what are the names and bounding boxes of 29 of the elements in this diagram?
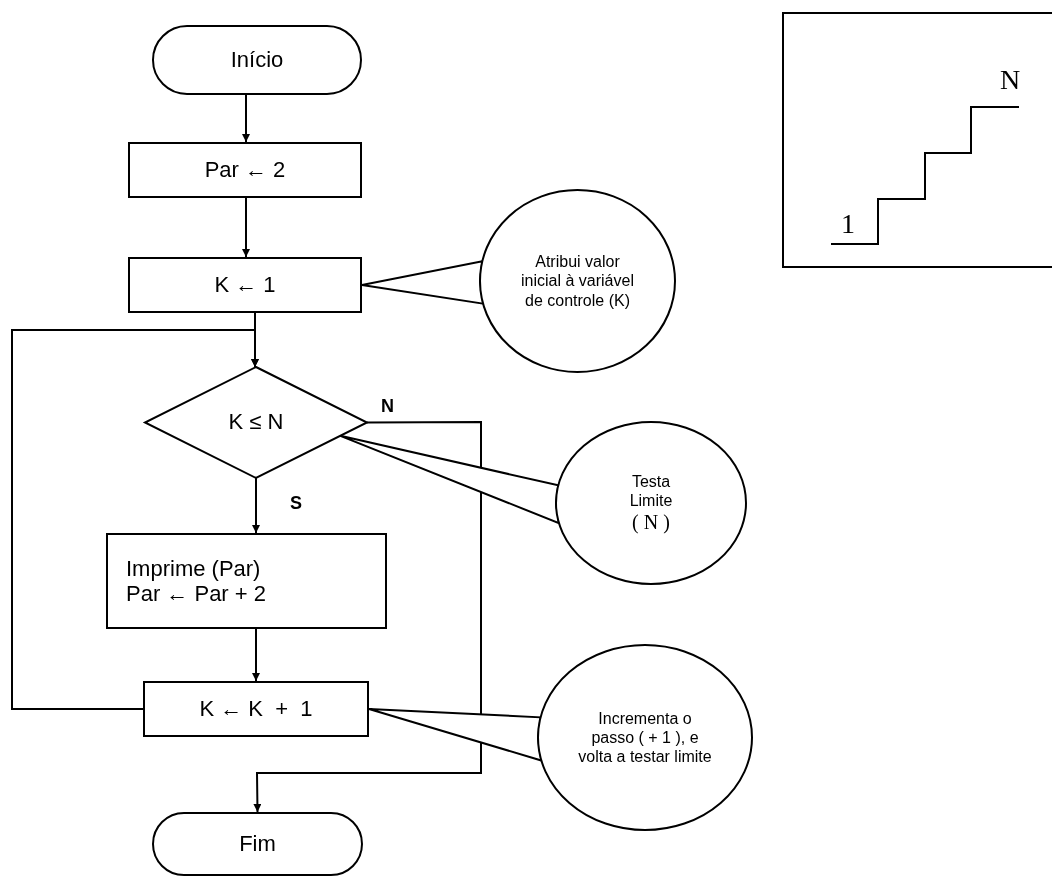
- arrow: [253, 421, 482, 813]
- arrow: [252, 628, 260, 682]
- node-label: K ← K + 1: [199, 695, 313, 723]
- arrow: [11, 329, 259, 710]
- terminal-shape: [152, 812, 363, 876]
- callout-pointer: [361, 259, 485, 305]
- node-label: K ≤ N: [228, 409, 284, 436]
- edge-label: N: [380, 397, 395, 415]
- callout-text: Atribui valor inicial à variável de controle (K): [520, 252, 635, 310]
- arrow: [242, 197, 250, 258]
- process-box: [106, 533, 387, 629]
- node-label: Par ← 2: [204, 156, 286, 184]
- callout-text: Testa Limite: [628, 471, 674, 511]
- node-label: Início: [230, 46, 284, 74]
- edge-label: S: [289, 494, 303, 512]
- node-label: Imprime (Par): [126, 555, 261, 581]
- callout-pointer: [339, 434, 561, 525]
- process-box: [143, 681, 369, 737]
- node-label: Fim: [239, 830, 276, 858]
- step-label: N: [1000, 66, 1021, 94]
- step-label: 1: [841, 210, 855, 238]
- node-label: K ← 1: [214, 271, 276, 299]
- arrow: [252, 477, 260, 534]
- node-label: Par ← Par + 2: [126, 581, 266, 607]
- arrow: [242, 94, 250, 143]
- process-box: [128, 142, 362, 198]
- callout-text: ( N ): [632, 510, 670, 535]
- callout-text: Incrementa o passo ( + 1 ), e volta a testar limite: [578, 708, 712, 767]
- callout-pointer: [368, 708, 543, 762]
